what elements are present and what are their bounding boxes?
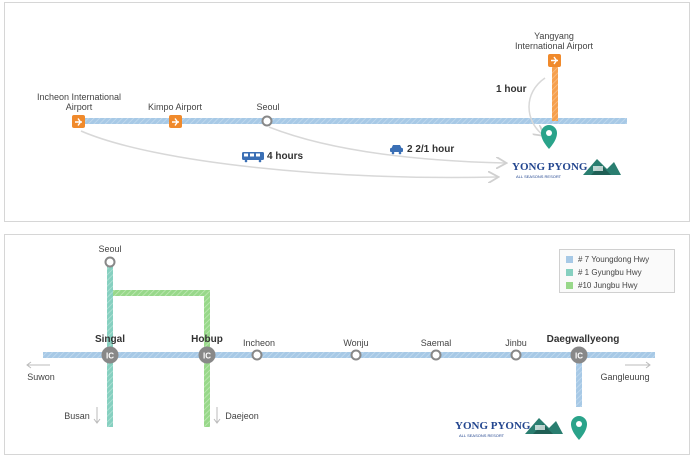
svg-text:YONG PYONG: YONG PYONG (512, 161, 588, 173)
yangyang-label-line2: International Airport (515, 41, 594, 51)
svg-text:IC: IC (106, 352, 114, 361)
resort-location-pin-icon (541, 125, 557, 149)
svg-text:ALL SEASONS RESORT: ALL SEASONS RESORT (459, 433, 505, 438)
incheon-stop-label: Incheon (243, 338, 275, 348)
svg-text:ALL SEASONS RESORT: ALL SEASONS RESORT (516, 174, 562, 179)
gyungbu-hwy-line (107, 262, 113, 427)
highway-access-map: Seoul IC IC IC Singal Hobup Daegwallyeon… (4, 234, 690, 455)
saemal-stop-label: Saemal (421, 338, 452, 348)
gangleuung-label: Gangleuung (600, 372, 649, 382)
busan-label: Busan (64, 411, 90, 421)
legend-swatch (566, 282, 573, 289)
jungbu-hwy-connector (113, 290, 210, 296)
saemal-stop-node (430, 349, 442, 361)
kimpo-label: Kimpo Airport (148, 102, 203, 112)
busan-direction-arrow-icon (93, 407, 101, 424)
legend-label: #10 Jungbu Hwy (578, 281, 638, 290)
svg-text:IC: IC (203, 352, 211, 361)
svg-text:YONG PYONG: YONG PYONG (455, 420, 531, 432)
daegwallyeong-ic-badge: IC (570, 346, 588, 364)
jinbu-stop-label: Jinbu (505, 338, 527, 348)
wonju-stop-node (350, 349, 362, 361)
legend-label: # 1 Gyungbu Hwy (578, 268, 642, 277)
car-icon (390, 145, 403, 155)
legend-label: # 7 Youngdong Hwy (578, 255, 650, 264)
hobup-label: Hobup (191, 334, 223, 345)
seoul-node (104, 256, 116, 268)
yangyang-airport-icon (548, 54, 561, 67)
daejeon-label: Daejeon (225, 411, 259, 421)
seoul-node (261, 115, 273, 127)
suwon-direction-arrow-icon (26, 361, 50, 369)
wonju-stop-label: Wonju (343, 338, 368, 348)
legend-swatch (566, 256, 573, 263)
hobup-ic-badge: IC (198, 346, 216, 364)
airport-access-map: Incheon International Airport Kimpo Airp… (4, 2, 690, 222)
flight-route-line (552, 63, 558, 121)
incheon-label-line2: Airport (66, 102, 93, 112)
suwon-label: Suwon (27, 372, 55, 382)
highway-legend: # 7 Youngdong Hwy # 1 Gyungbu Hwy #10 Ju… (559, 249, 675, 293)
singal-label: Singal (95, 334, 125, 345)
bus-icon (242, 152, 264, 163)
bus-route-arrow (80, 130, 497, 178)
daejeon-direction-arrow-icon (213, 407, 221, 424)
highway-access-map-drawing: Seoul IC IC IC Singal Hobup Daegwallyeon… (26, 244, 655, 440)
highway-line (81, 118, 627, 124)
youngdong-hwy-line (43, 352, 655, 358)
incheon-stop-node (251, 349, 263, 361)
singal-ic-badge: IC (101, 346, 119, 364)
incheon-airport-icon (72, 115, 85, 128)
airport-access-map-drawing: Incheon International Airport Kimpo Airp… (37, 31, 627, 223)
incheon-label-line1: Incheon International (37, 92, 121, 102)
yangyang-label-line1: Yangyang (534, 31, 574, 41)
flight-time-label: 1 hour (496, 84, 527, 95)
flight-arrow (528, 77, 545, 135)
seoul-label: Seoul (256, 102, 279, 112)
yongpyong-logo: YONG PYONG ALL SEASONS RESORT (512, 159, 621, 179)
car-time-label: 2 2/1 hour (407, 144, 454, 155)
resort-location-pin-icon (571, 416, 587, 440)
legend-swatch (566, 269, 573, 276)
daegwallyeong-label: Daegwallyeong (547, 334, 620, 345)
bus-time-label: 4 hours (267, 151, 304, 162)
yongpyong-logo: YONG PYONG ALL SEASONS RESORT (455, 418, 563, 438)
legend-item-gyungbu: # 1 Gyungbu Hwy (566, 266, 668, 279)
gangleuung-direction-arrow-icon (625, 361, 651, 369)
kimpo-airport-icon (169, 115, 182, 128)
resort-access-road (576, 355, 582, 407)
seoul-label: Seoul (98, 244, 121, 254)
legend-item-jungbu: #10 Jungbu Hwy (566, 279, 668, 292)
car-route-arrow (268, 126, 505, 163)
legend-item-youngdong: # 7 Youngdong Hwy (566, 253, 668, 266)
svg-text:IC: IC (575, 352, 583, 361)
jinbu-stop-node (510, 349, 522, 361)
